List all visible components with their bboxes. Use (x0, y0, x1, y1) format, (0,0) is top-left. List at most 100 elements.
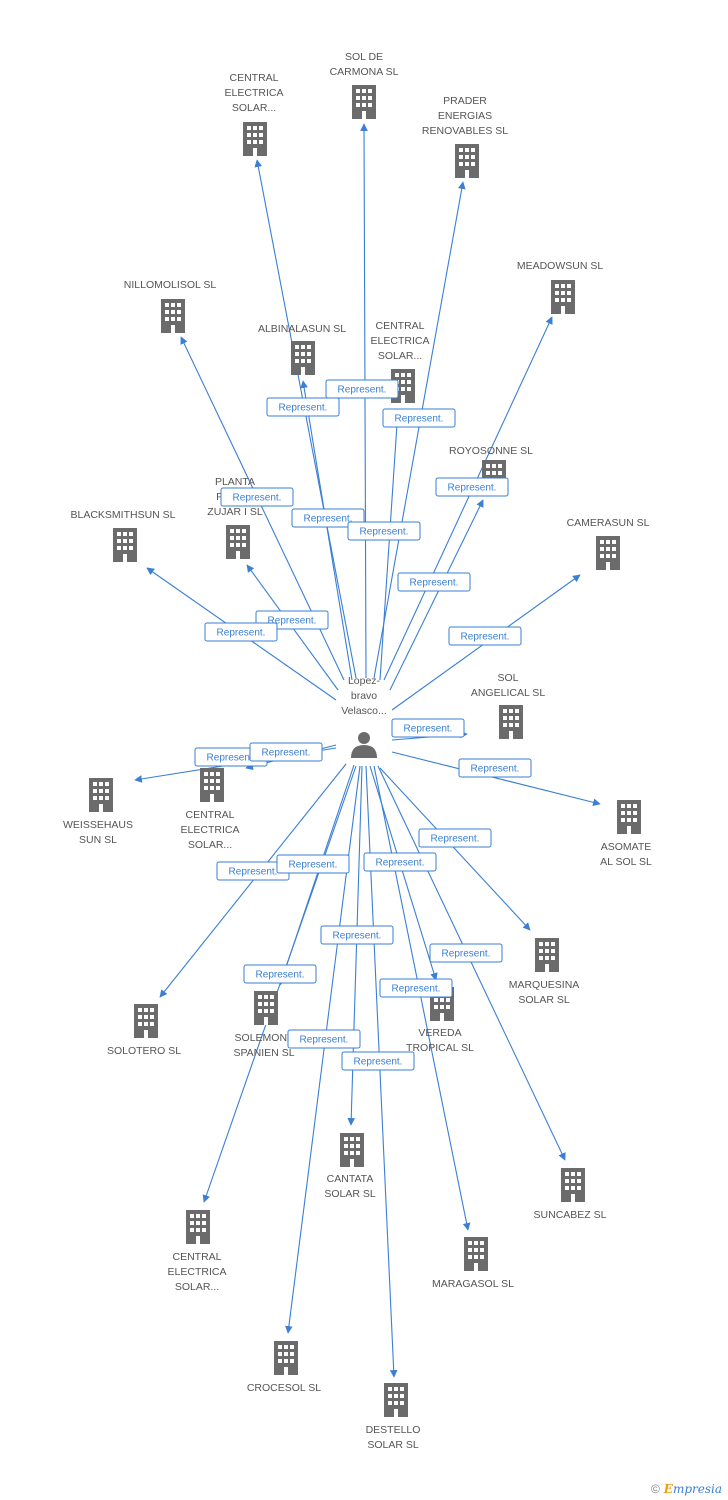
edge-badge[interactable]: Represent. (379, 978, 453, 998)
company-name[interactable]: SUNCABEZ SL (534, 1209, 607, 1221)
relation-edge (202, 765, 357, 1203)
company-node[interactable]: SUNCABEZ SL (534, 1168, 607, 1221)
building-icon (464, 1237, 488, 1271)
edge-badge-label: Represent. (262, 748, 311, 759)
edge-badge[interactable]: Represent. (458, 758, 532, 778)
relation-edge (360, 123, 368, 679)
relation-edge (391, 751, 601, 807)
edge-badge[interactable]: Represent. (291, 508, 365, 528)
edge-badge-label: Represent. (233, 493, 282, 504)
edge-badge[interactable]: Represent. (435, 477, 509, 497)
building-icon (551, 280, 575, 314)
edge-badge[interactable]: Represent. (448, 626, 522, 646)
edge-badge[interactable]: Represent. (204, 622, 278, 642)
brand-logo[interactable]: Empresia (663, 1482, 722, 1496)
edge-badge[interactable]: Represent. (363, 852, 437, 872)
edge-badge-label: Represent. (410, 578, 459, 589)
building-icon (200, 768, 224, 802)
edge-badge[interactable]: Represent. (220, 487, 294, 507)
building-icon (617, 800, 641, 834)
edge-badge[interactable]: Represent. (418, 828, 492, 848)
company-node[interactable]: MARAGASOL SL (432, 1237, 514, 1290)
edge-badge[interactable]: Represent. (276, 854, 350, 874)
company-name[interactable]: SOLOTERO SL (107, 1045, 181, 1057)
edge-badge[interactable]: Represent. (325, 379, 399, 399)
building-icon (352, 85, 376, 119)
company-node[interactable]: ALBINALASUN SL (258, 323, 346, 375)
relation-edge (300, 380, 353, 681)
edge-badge-label: Represent. (300, 1035, 349, 1046)
relation-edge (373, 181, 466, 679)
company-name[interactable]: NILLOMOLISOL SL (124, 279, 217, 291)
edge-badge[interactable]: Represent. (341, 1051, 415, 1071)
edge-badge[interactable]: Represent. (287, 1029, 361, 1049)
company-name[interactable]: CROCESOL SL (247, 1382, 321, 1394)
company-node[interactable]: CAMERASUN SL (567, 517, 650, 570)
edge-badge[interactable]: Represent. (249, 742, 323, 762)
edge-badge[interactable]: Represent. (266, 397, 340, 417)
building-icon (186, 1210, 210, 1244)
edge-badge[interactable]: Represent. (397, 572, 471, 592)
company-name[interactable]: CAMERASUN SL (567, 517, 650, 529)
company-node[interactable]: BLACKSMITHSUN SL (70, 509, 176, 562)
footer: © Empresia (651, 1482, 722, 1496)
building-icon (499, 705, 523, 739)
building-icon (561, 1168, 585, 1202)
edge-badge[interactable]: Represent. (391, 718, 465, 738)
company-node[interactable]: MEADOWSUN SL (517, 260, 604, 314)
company-name[interactable]: ALBINALASUN SL (258, 323, 346, 335)
company-node[interactable]: ROYOSONNE SL (449, 445, 533, 494)
relation-edge (373, 765, 471, 1231)
building-icon (254, 991, 278, 1025)
company-node[interactable]: NILLOMOLISOL SL (124, 279, 217, 333)
company-name[interactable]: ROYOSONNE SL (449, 445, 533, 457)
edge-badge-label: Represent. (338, 385, 387, 396)
edge-badge[interactable]: Represent. (382, 408, 456, 428)
building-icon (89, 778, 113, 812)
edge-badge[interactable]: Represent. (347, 521, 421, 541)
edge-badge-label: Represent. (268, 616, 317, 627)
relation-edge (369, 765, 438, 981)
person-icon (351, 732, 377, 758)
company-node[interactable]: SOLOTERO SL (107, 1004, 181, 1057)
edge-badge[interactable]: Represent. (243, 964, 317, 984)
company-name[interactable]: MEADOWSUN SL (517, 260, 604, 272)
company-node[interactable]: CROCESOL SL (247, 1341, 321, 1394)
company-name[interactable]: MARAGASOL SL (432, 1278, 514, 1290)
edge-badge[interactable]: Represent. (429, 943, 503, 963)
building-icon (243, 122, 267, 156)
company-name[interactable]: BLACKSMITHSUN SL (70, 509, 175, 521)
edge-badge-label: Represent. (392, 984, 441, 995)
edge-badge[interactable]: Represent. (320, 925, 394, 945)
